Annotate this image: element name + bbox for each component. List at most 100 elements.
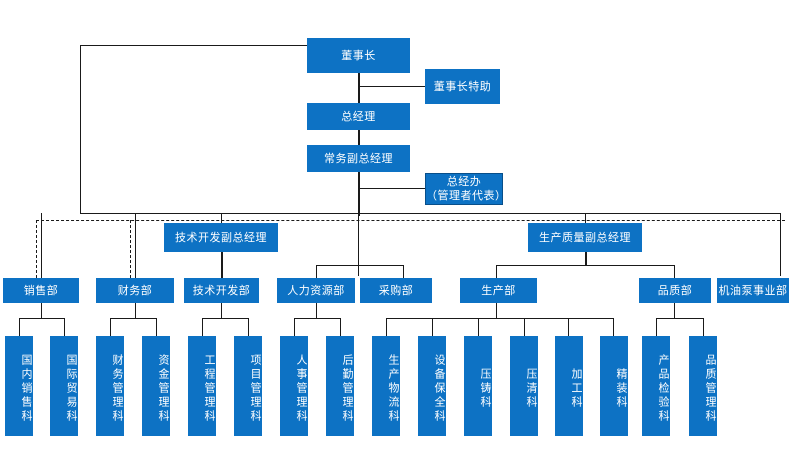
dotted-drop-finance xyxy=(130,220,131,278)
node-vgm-tech-label: 技术开发副总经理 xyxy=(175,230,267,244)
node-dept-quality-label: 品质部 xyxy=(657,283,693,297)
connector-chairman-to-assistant xyxy=(358,86,426,87)
connector-bus-to-oil-pump xyxy=(780,213,781,276)
connector-chairman-to-gm xyxy=(358,73,360,103)
connector-hr-bar xyxy=(294,318,340,319)
node-dept-hr-label: 人力资源部 xyxy=(287,283,345,297)
node-sec-machining[interactable]: 加工科 xyxy=(555,336,583,436)
node-dept-finance[interactable]: 财务部 xyxy=(96,278,174,303)
node-sec-pressure-clean[interactable]: 压清科 xyxy=(510,336,538,436)
node-dept-finance-label: 财务部 xyxy=(117,283,153,297)
connector-evgm-drop xyxy=(358,171,360,216)
node-sec-fund-mgmt[interactable]: 资金管理科 xyxy=(142,336,170,436)
node-dept-purchasing[interactable]: 采购部 xyxy=(360,278,432,303)
node-dept-oil-pump[interactable]: 机油泵事业部 xyxy=(717,278,789,303)
node-sec-finance-mgmt[interactable]: 财务管理科 xyxy=(96,336,124,436)
node-sec-production-logistics[interactable]: 生产物流科 xyxy=(372,336,400,436)
node-vgm-production-quality[interactable]: 生产质量副总经理 xyxy=(528,223,642,252)
connector-prod-to-assembly xyxy=(613,318,614,336)
node-sec-personnel-mgmt[interactable]: 人事管理科 xyxy=(280,336,308,436)
connector-vgmprod-drop xyxy=(585,252,587,265)
connector-sales-drop xyxy=(41,303,42,318)
node-sec-logistics-mgmt[interactable]: 后勤管理科 xyxy=(326,336,354,436)
node-sec-fine-assembly[interactable]: 精装科 xyxy=(600,336,628,436)
node-sec-project-mgmt-label: 项目管理科 xyxy=(249,354,262,424)
node-exec-vice-gm-label: 常务副总经理 xyxy=(324,151,393,165)
node-vgm-tech[interactable]: 技术开发副总经理 xyxy=(164,223,278,252)
node-sec-fine-assembly-label: 精装科 xyxy=(615,368,628,410)
node-sec-domestic-sales[interactable]: 国内销售科 xyxy=(5,336,33,436)
node-dept-sales[interactable]: 销售部 xyxy=(3,278,79,303)
connector-hr-purchasing-bar xyxy=(316,265,403,266)
node-sec-fund-mgmt-label: 资金管理科 xyxy=(157,354,170,424)
node-sec-equipment-maint-label: 设备保全科 xyxy=(433,354,446,424)
node-sec-personnel-mgmt-label: 人事管理科 xyxy=(295,354,308,424)
node-exec-vice-gm[interactable]: 常务副总经理 xyxy=(307,145,410,172)
connector-sales-bar xyxy=(19,318,64,319)
connector-evgm-to-gm-office xyxy=(358,188,426,189)
connector-sales-to-intl xyxy=(64,318,65,336)
connector-quality-drop xyxy=(674,303,675,318)
connector-prod-to-equipment xyxy=(432,318,433,336)
dotted-drop-sales xyxy=(36,220,37,278)
node-sec-project-mgmt[interactable]: 项目管理科 xyxy=(234,336,262,436)
node-general-manager[interactable]: 总经理 xyxy=(307,103,410,130)
node-sec-production-logistics-label: 生产物流科 xyxy=(387,354,400,424)
node-sec-logistics-mgmt-label: 后勤管理科 xyxy=(341,354,354,424)
connector-drop-quality xyxy=(674,265,675,278)
node-dept-oil-pump-label: 机油泵事业部 xyxy=(718,283,788,297)
node-dept-sales-label: 销售部 xyxy=(23,283,59,297)
node-chairman[interactable]: 董事长 xyxy=(307,38,410,73)
connector-bus-to-vgm-production xyxy=(585,213,586,223)
connector-production-drop xyxy=(496,303,497,318)
node-sec-product-inspection[interactable]: 产品检验科 xyxy=(642,336,670,436)
node-gm-office-label-line1: 总经办 xyxy=(446,175,482,188)
node-sec-finance-mgmt-label: 财务管理科 xyxy=(111,354,124,424)
connector-production-bar xyxy=(386,318,613,319)
node-gm-office-label-line2: （管理者代表） xyxy=(426,189,507,202)
node-sec-equipment-maint[interactable]: 设备保全科 xyxy=(418,336,446,436)
connector-sales-to-domestic xyxy=(19,318,20,336)
node-sec-die-casting[interactable]: 压铸科 xyxy=(464,336,492,436)
connector-tech-to-eng xyxy=(202,318,203,336)
connector-chairman-left-drop xyxy=(80,45,81,213)
connector-finance-to-fund xyxy=(156,318,157,336)
node-dept-purchasing-label: 采购部 xyxy=(378,283,414,297)
connector-quality-to-qmgmt xyxy=(703,318,704,336)
node-sec-die-casting-label: 压铸科 xyxy=(479,368,492,410)
connector-gm-to-evgm xyxy=(358,129,360,145)
connector-quality-to-inspection xyxy=(656,318,657,336)
connector-drop-hr xyxy=(316,265,317,278)
connector-drop-purchasing xyxy=(403,265,404,278)
node-sec-machining-label: 加工科 xyxy=(570,368,583,410)
node-dept-hr[interactable]: 人力资源部 xyxy=(277,278,355,303)
connector-bus-to-finance xyxy=(135,213,136,278)
connector-bus-to-vgm-tech xyxy=(221,213,222,223)
node-sec-intl-trade[interactable]: 国际贸易科 xyxy=(50,336,78,436)
connector-main-bus xyxy=(80,213,780,214)
connector-prod-to-diecast xyxy=(478,318,479,336)
node-dept-production[interactable]: 生产部 xyxy=(460,278,537,303)
node-sec-domestic-sales-label: 国内销售科 xyxy=(20,354,33,424)
connector-bus-to-sales xyxy=(41,213,42,278)
connector-hr-drop xyxy=(316,303,317,318)
node-dept-tech-label: 技术开发部 xyxy=(192,283,251,297)
node-dept-quality[interactable]: 品质部 xyxy=(639,278,711,303)
connector-tech-to-proj xyxy=(248,318,249,336)
node-sec-engineering-mgmt[interactable]: 工程管理科 xyxy=(188,336,216,436)
node-gm-office[interactable]: 总经办 （管理者代表） xyxy=(425,173,507,205)
node-chairman-label: 董事长 xyxy=(341,48,376,62)
connector-prod-to-prodlog xyxy=(386,318,387,336)
connector-vgmtech-to-techdept xyxy=(221,252,223,278)
connector-prod-to-machining xyxy=(568,318,569,336)
connector-tech-bar xyxy=(202,318,248,319)
node-dept-production-label: 生产部 xyxy=(481,283,516,297)
node-general-manager-label: 总经理 xyxy=(341,109,376,123)
node-chairman-assistant[interactable]: 董事长特助 xyxy=(425,69,500,104)
node-dept-tech[interactable]: 技术开发部 xyxy=(184,278,259,303)
connector-prod-to-pressclean xyxy=(524,318,525,336)
connector-finance-bar xyxy=(110,318,156,319)
connector-bus-to-hr-purchasing xyxy=(358,213,359,276)
node-sec-quality-mgmt[interactable]: 品质管理科 xyxy=(689,336,717,436)
